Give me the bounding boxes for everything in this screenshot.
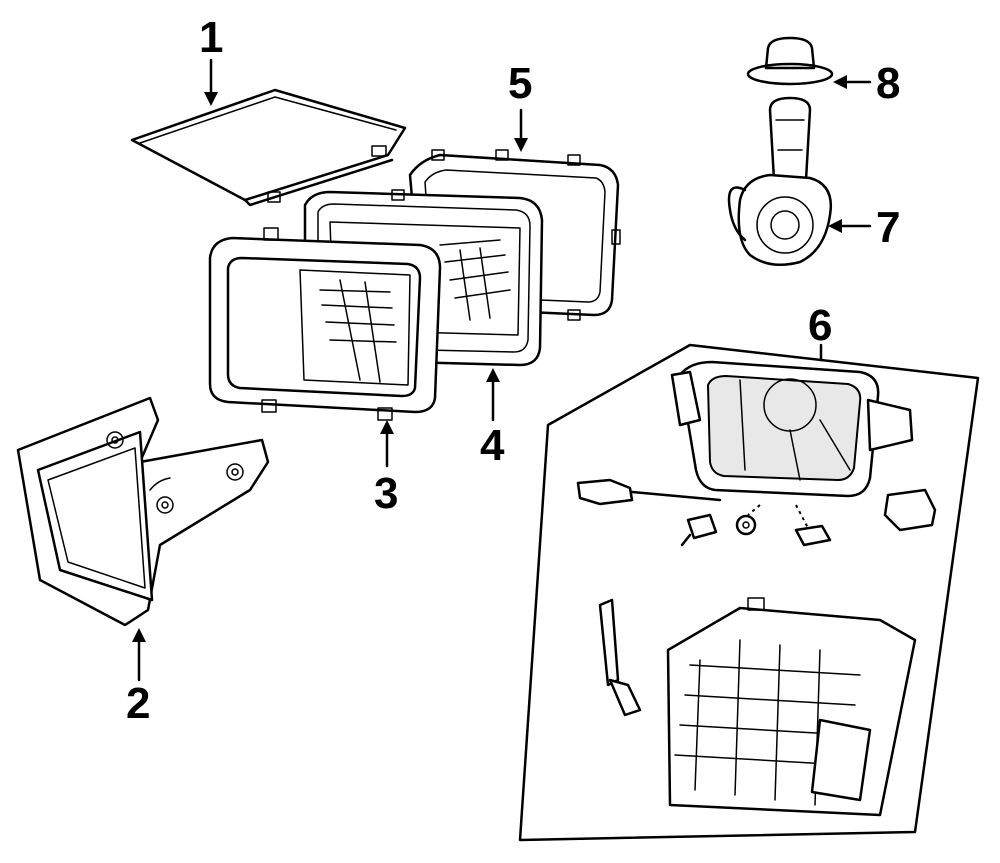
callout-2: 2 — [126, 679, 150, 728]
callout-4: 4 — [480, 421, 505, 470]
leader-lines — [132, 58, 872, 682]
callout-6: 6 — [808, 301, 832, 350]
part-6-housing-assembly — [518, 343, 980, 842]
callout-7: 7 — [876, 203, 900, 252]
part-7-bulb-socket — [727, 96, 833, 267]
part-3-bezel — [208, 227, 442, 421]
callout-8: 8 — [876, 59, 900, 108]
part-2-bracket — [16, 396, 270, 627]
callout-3: 3 — [374, 469, 398, 518]
part-8-cap — [746, 36, 834, 86]
part-1-cover-plate — [130, 88, 407, 207]
callout-5: 5 — [508, 59, 532, 108]
callout-1: 1 — [199, 13, 223, 62]
